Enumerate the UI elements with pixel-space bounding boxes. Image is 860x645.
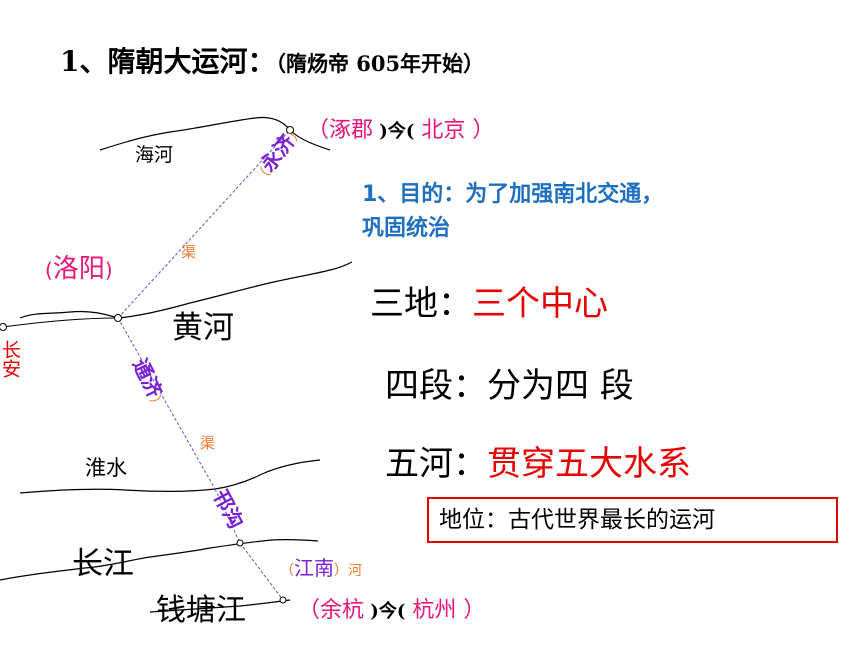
jiangnan-close: ） xyxy=(334,563,348,579)
south-city-label: （余杭 )今( 杭州 ） xyxy=(298,592,485,624)
purpose-line-1: 1、目的：为了加强南北交通， xyxy=(362,182,664,207)
qiantang-label: 钱塘江 xyxy=(156,593,246,628)
yongji-canal-line xyxy=(117,129,291,319)
yangzhou-dot xyxy=(236,539,244,547)
four-sections-line: 四段：分为四 段 xyxy=(385,358,634,407)
north-city-label: （涿郡 )今( 北京 ） xyxy=(307,112,494,144)
south-close: ） xyxy=(456,598,486,623)
yongji-suffix-label: 渠 xyxy=(179,244,197,259)
jiangnan-canal-line xyxy=(239,542,284,601)
five-value: 贯穿五大水系 xyxy=(487,444,691,484)
changan-dot xyxy=(0,323,7,331)
luoyang-label: (洛阳) xyxy=(45,248,113,285)
three-value: 三个中心 xyxy=(472,284,608,324)
north-ancient: 涿郡 xyxy=(329,118,374,143)
huai-river-label: 淮水 xyxy=(85,456,127,480)
jiangnan-suffix: 河 xyxy=(348,563,362,579)
south-modern: 杭州 xyxy=(405,598,457,623)
hai-river-line xyxy=(99,116,331,151)
five-label: 五河： xyxy=(385,444,487,484)
purpose-text: 1、目的：为了加强南北交通， 巩固统治 xyxy=(362,178,663,246)
three-label: 三地： xyxy=(370,284,472,324)
tongji-suffix-label: 渠 xyxy=(198,435,216,450)
status-text: 地位：古代世界最长的运河 xyxy=(439,507,715,533)
changjiang-line xyxy=(0,538,319,581)
changjiang-label: 长江 xyxy=(72,546,134,582)
yellow-river-label: 黄河 xyxy=(172,310,234,346)
changan-luoyang-line xyxy=(2,317,119,328)
zhuojun-dot xyxy=(286,126,294,134)
luoyang-name: 洛阳 xyxy=(52,254,105,284)
yuhang-dot xyxy=(279,596,287,604)
changan-label: 长安 xyxy=(0,340,21,378)
tongji-canal-line xyxy=(117,317,216,490)
north-mid: )今( xyxy=(373,121,415,142)
three-centers-line: 三地：三个中心 xyxy=(370,276,608,325)
jiangnan-open: （ xyxy=(280,563,294,579)
north-open: （ xyxy=(307,118,330,143)
luoyang-open: ( xyxy=(45,258,53,282)
yellow-river-line xyxy=(19,261,353,319)
south-mid: )今( xyxy=(364,601,406,622)
five-rivers-line: 五河：贯穿五大水系 xyxy=(385,436,691,485)
page-title: 1、隋朝大运河：（隋炀帝 605年开始） xyxy=(60,40,484,80)
qiantang-line xyxy=(149,599,291,613)
title-main: 1、隋朝大运河： xyxy=(60,45,276,78)
north-modern: 北京 xyxy=(414,118,466,143)
luoyang-dot xyxy=(114,314,122,322)
south-open: （ xyxy=(298,598,321,623)
north-close: ） xyxy=(465,118,495,143)
status-box: 地位：古代世界最长的运河 xyxy=(427,497,838,543)
huai-river-line xyxy=(19,459,321,494)
jiangnan-canal-label: （江南）河 xyxy=(280,552,362,581)
four-value: 分为四 段 xyxy=(487,366,634,406)
south-ancient: 余杭 xyxy=(320,598,365,623)
jiangnan-name: 江南 xyxy=(294,556,334,580)
title-note: （隋炀帝 605年开始） xyxy=(275,51,485,76)
four-label: 四段： xyxy=(385,366,487,406)
purpose-line-2: 巩固统治 xyxy=(362,216,451,241)
luoyang-close: ) xyxy=(104,258,113,282)
hai-river-label: 海河 xyxy=(135,144,174,166)
